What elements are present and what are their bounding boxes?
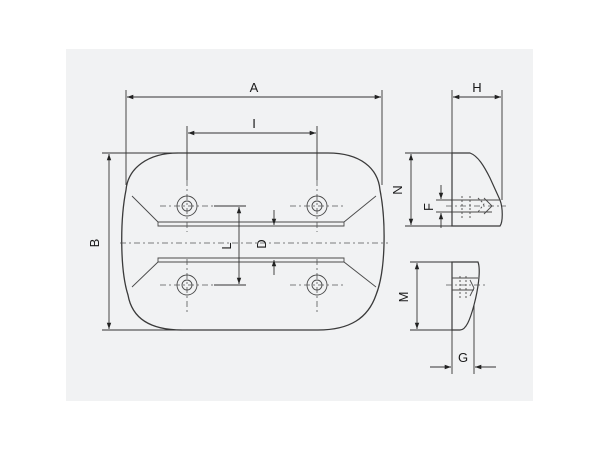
drawing-background: [66, 49, 533, 401]
dimension-g: G: [430, 305, 496, 374]
dimension-b: B: [87, 152, 182, 331]
upper-recess-inner: [157, 222, 345, 227]
dim-label-f: F: [421, 203, 436, 211]
dimension-i: I: [186, 116, 318, 180]
dim-label-d: D: [254, 239, 269, 248]
lower-recess: [131, 261, 377, 288]
side-view-upper: [446, 152, 506, 227]
dim-label-m: M: [396, 292, 411, 303]
dimension-m: M: [396, 261, 452, 331]
center-lines: [120, 180, 388, 312]
dim-label-a: A: [250, 80, 259, 95]
dimension-d: D: [254, 210, 277, 275]
dimension-h: H: [451, 80, 503, 200]
side-view-lower: [446, 261, 486, 331]
dimension-n: N: [390, 152, 452, 227]
dim-label-b: B: [87, 239, 102, 248]
lower-recess-inner: [157, 257, 345, 262]
dim-label-i: I: [252, 116, 256, 131]
upper-recess: [131, 195, 377, 223]
dim-label-n: N: [390, 185, 405, 194]
dimension-l: L: [214, 205, 246, 286]
plate-outline: [121, 152, 385, 331]
dimension-f: F: [421, 185, 452, 228]
dim-label-g: G: [458, 350, 468, 365]
dimension-a: A: [125, 80, 383, 185]
dim-label-l: L: [219, 242, 234, 249]
front-view: [120, 152, 388, 331]
upper-profile-outline: [451, 152, 503, 227]
dim-label-h: H: [472, 80, 481, 95]
